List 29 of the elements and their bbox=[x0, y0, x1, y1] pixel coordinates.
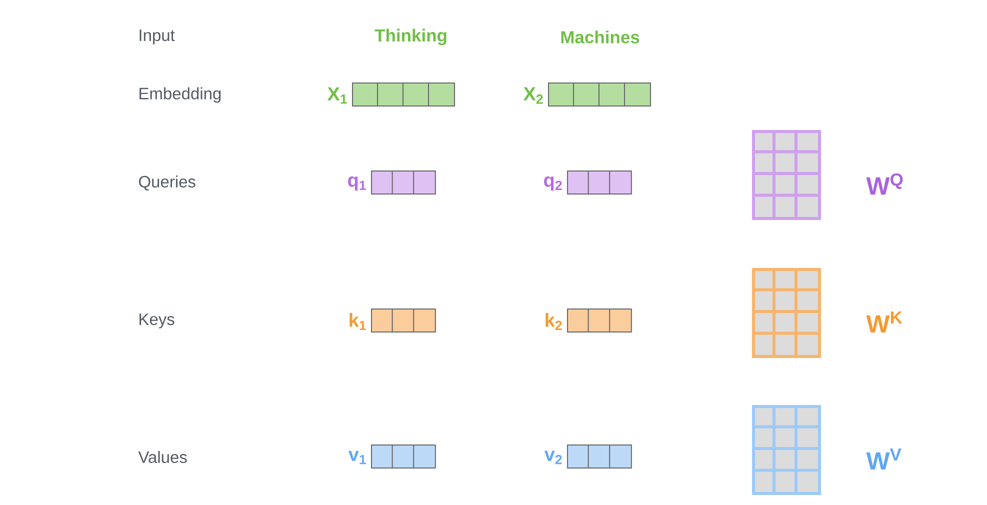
vector-label: q$_{2}$ bbox=[544, 176, 562, 191]
vector-bar bbox=[567, 170, 632, 194]
vector-bar bbox=[352, 82, 455, 106]
vector-label: X$_{2}$ bbox=[523, 87, 543, 104]
vector-bar bbox=[567, 444, 632, 468]
matrix-label: W$^{Q}$ bbox=[866, 173, 903, 195]
vector-label: v$_{2}$ bbox=[544, 450, 562, 464]
vector-bar bbox=[371, 444, 436, 468]
weight-matrix bbox=[752, 130, 821, 220]
row-label: Queries bbox=[139, 175, 196, 191]
matrix-label: W$^{V}$ bbox=[866, 448, 902, 470]
vector-bar bbox=[567, 308, 632, 332]
vector-bar bbox=[548, 82, 651, 106]
weight-matrix bbox=[752, 268, 821, 358]
vector-bar bbox=[371, 308, 436, 332]
vector-label: k$_{1}$ bbox=[350, 313, 366, 330]
row-label: Values bbox=[138, 450, 187, 464]
vector-bar bbox=[371, 170, 436, 194]
vector-label: X$_{1}$ bbox=[327, 87, 347, 104]
input-word: Thinking bbox=[374, 28, 446, 46]
row-label: Keys bbox=[140, 314, 174, 328]
vector-label: q$_{1}$ bbox=[348, 176, 366, 191]
input-word: Machines bbox=[561, 30, 640, 44]
vector-label: k$_{2}$ bbox=[546, 312, 562, 330]
vector-label: v$_{1}$ bbox=[348, 450, 366, 464]
matrix-label: W$^{K}$ bbox=[866, 311, 902, 333]
row-label: Input bbox=[140, 30, 175, 44]
weight-matrix bbox=[752, 405, 821, 495]
row-label: Embedding bbox=[140, 87, 221, 103]
